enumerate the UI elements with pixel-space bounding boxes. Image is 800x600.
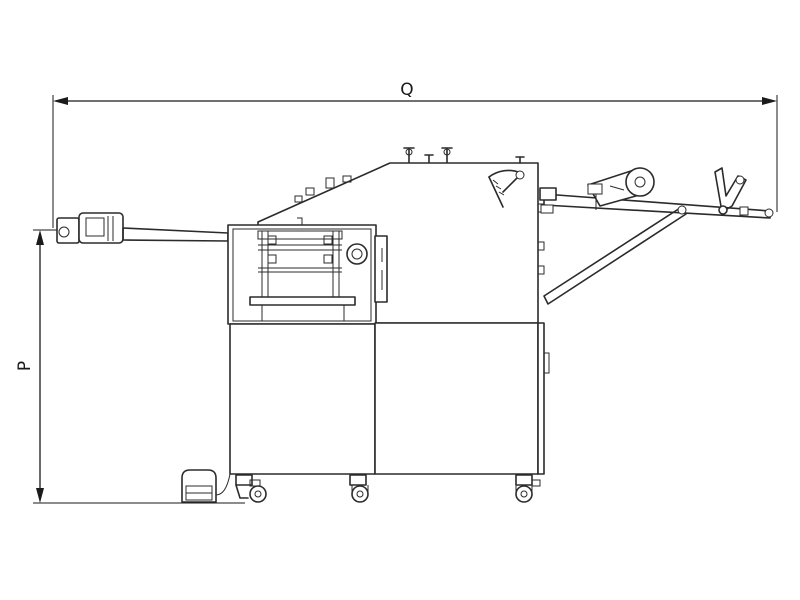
left-cabinet [229,323,376,475]
roller-head [227,217,388,325]
roller-frame [227,224,377,325]
castor-front-left [235,474,267,503]
arrowhead-right [762,97,777,105]
slope-controls[interactable] [294,175,352,203]
outfeed-conveyor-arm [543,193,771,219]
infeed-conveyor-arm [122,227,229,242]
sheeting-rollers [249,230,356,321]
pressure-gauge [488,169,525,208]
dimension-label-q: Q [400,80,413,100]
pressure-roller-assembly [587,167,655,210]
castor-middle [349,474,369,503]
arrowhead-top [36,230,44,245]
foot-pedal[interactable] [181,469,231,503]
dimension-label-p: P [15,361,35,371]
arm-hinge[interactable] [539,187,557,201]
gear-motor [56,217,80,244]
pressure-roller [625,167,655,197]
castors [235,474,541,503]
support-strut [543,207,687,305]
arrowhead-bottom [36,488,44,503]
adjuster-wheel[interactable] [346,243,368,265]
base-cabinet [229,322,550,475]
motor-shaft [58,226,70,238]
infeed-arm [56,212,229,244]
dimension-q: Q [52,80,778,228]
cabinet-latch[interactable] [543,352,550,374]
right-cabinet [374,322,539,475]
outfeed-arm [539,167,774,305]
roller-bracket [249,296,356,306]
adjustment-knobs[interactable] [403,147,525,164]
end-guide-hook[interactable] [714,167,747,215]
side-plate [374,235,388,303]
arrowhead-left [53,97,68,105]
dimension-p: P [15,229,245,504]
castor-rear [515,474,541,503]
motor-terminal-box [85,217,105,237]
